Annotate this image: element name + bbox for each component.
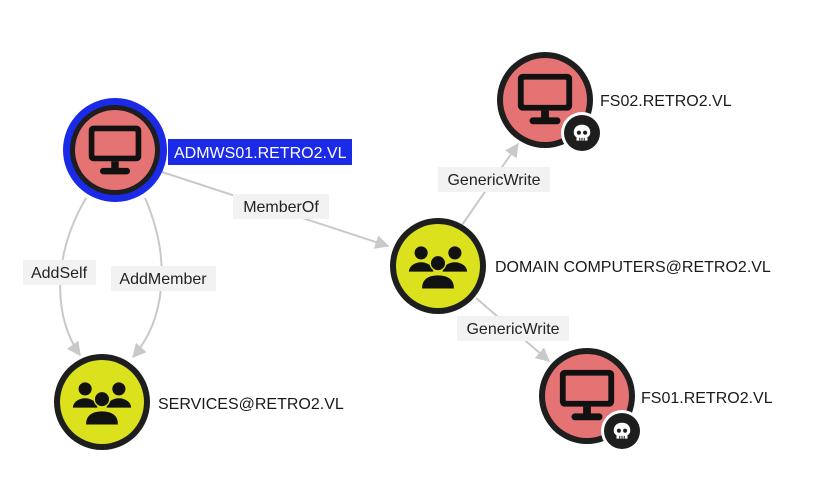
edge-label-memberof[interactable]: MemberOf	[243, 199, 319, 216]
edge-label-addmember[interactable]: AddMember	[119, 271, 207, 288]
edges-layer: MemberOf AddSelf AddMember GenericWrite …	[23, 142, 569, 362]
edge-label-genericwrite-fs02[interactable]: GenericWrite	[447, 172, 540, 189]
node-domain-computers[interactable]: DOMAIN COMPUTERS@RETRO2.VL	[390, 218, 771, 314]
node-fs01[interactable]: FS01.RETRO2.VL	[539, 348, 773, 452]
edge-genericwrite-fs02[interactable]: GenericWrite	[438, 142, 550, 226]
node-label-fs01[interactable]: FS01.RETRO2.VL	[641, 390, 773, 407]
edge-memberof[interactable]: MemberOf	[161, 171, 390, 249]
edge-label-bg	[457, 316, 569, 341]
edge-label-addself[interactable]: AddSelf	[31, 265, 88, 282]
edge-label-bg	[23, 260, 96, 285]
edge-line-addself[interactable]	[59, 197, 87, 357]
edge-addself[interactable]: AddSelf	[23, 197, 96, 357]
node-admws01[interactable]: ADMWS01.RETRO2.VL	[63, 98, 352, 202]
edge-genericwrite-fs01[interactable]: GenericWrite	[457, 297, 569, 362]
node-services[interactable]: SERVICES@RETRO2.VL	[54, 354, 344, 450]
edge-label-genericwrite-fs01[interactable]: GenericWrite	[466, 321, 559, 338]
node-label-fs02[interactable]: FS02.RETRO2.VL	[600, 93, 732, 110]
nodes-layer: ADMWS01.RETRO2.VL FS02.RETRO2.VL DOMAIN …	[54, 52, 773, 452]
edge-label-bg	[233, 194, 329, 219]
edge-label-bg	[438, 167, 550, 192]
edge-addmember[interactable]: AddMember	[111, 197, 216, 359]
node-label-services[interactable]: SERVICES@RETRO2.VL	[158, 396, 344, 413]
edge-label-bg	[111, 266, 216, 291]
node-fs02[interactable]: FS02.RETRO2.VL	[497, 52, 732, 154]
node-label-admws01[interactable]: ADMWS01.RETRO2.VL	[174, 145, 347, 162]
node-label-highlight	[168, 139, 352, 165]
node-label-domain-computers[interactable]: DOMAIN COMPUTERS@RETRO2.VL	[495, 259, 771, 276]
